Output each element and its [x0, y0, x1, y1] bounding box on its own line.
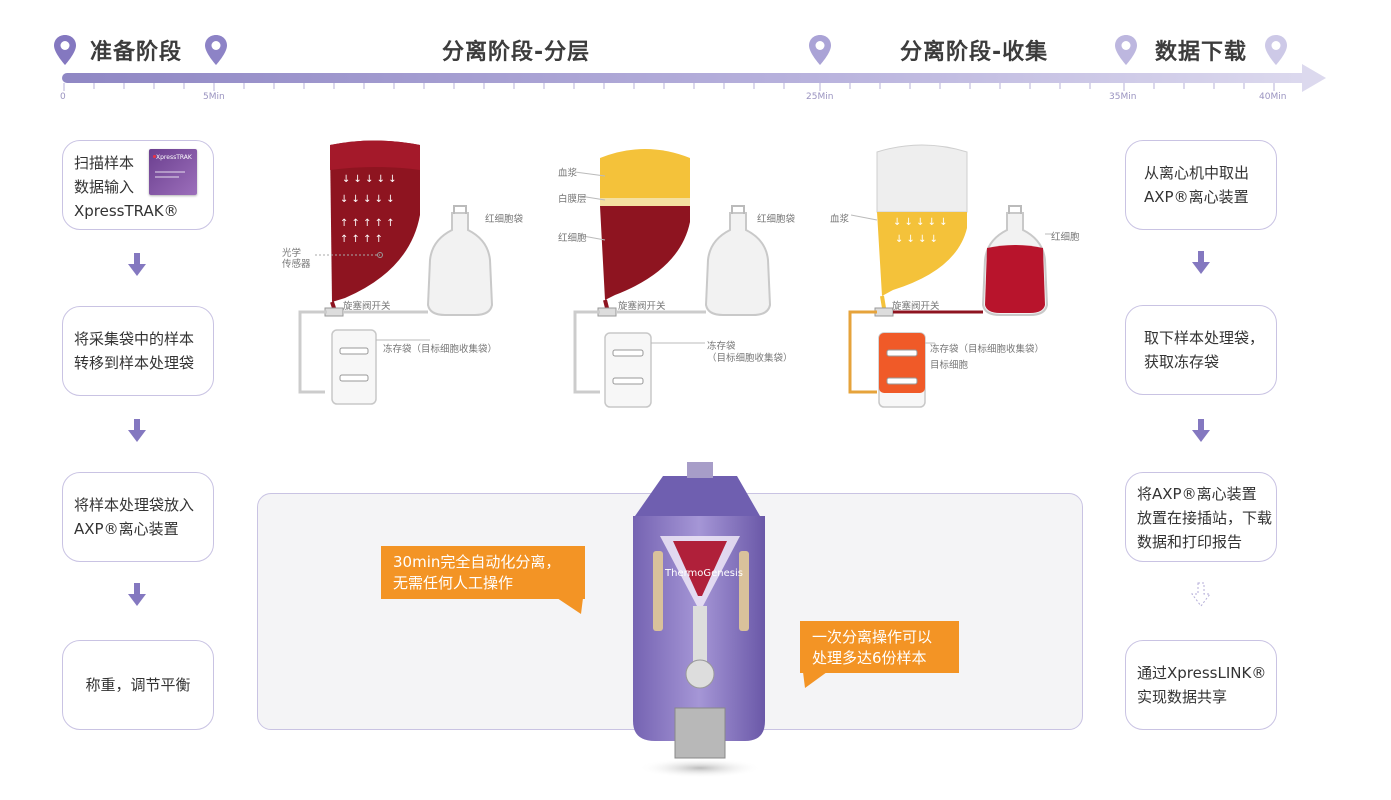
- stage-layer-label: 分离阶段-分层: [442, 40, 591, 65]
- step-text: 取下样本处理袋， 获取冻存袋: [1144, 329, 1265, 371]
- diagram1-sensor-label: 光学 传感器: [282, 248, 311, 270]
- diagram3-freezer-label: 冻存袋（目标细胞收集袋）: [930, 344, 1045, 355]
- callout-tail: [557, 598, 583, 614]
- location-pin-icon: [54, 35, 76, 65]
- diagram2-rbc-label: 红细胞: [558, 233, 587, 244]
- location-pin-icon: [1115, 35, 1137, 65]
- location-pin-icon: [1265, 35, 1287, 65]
- arrow-down-icon: [1192, 251, 1210, 274]
- step-text: 通过XpressLINK® 实现数据共享: [1137, 664, 1267, 706]
- svg-text:↓ ↓ ↓ ↓ ↓: ↓ ↓ ↓ ↓ ↓: [893, 217, 948, 228]
- step-get-freezer-bag: 取下样本处理袋， 获取冻存袋: [1125, 305, 1277, 395]
- arrow-down-icon: [128, 253, 146, 276]
- device-brand-label: ThermoGenesis: [664, 568, 743, 579]
- location-pin-icon: [205, 35, 227, 65]
- step-text: 将样本处理袋放入 AXP®离心装置: [74, 496, 195, 538]
- step-text: 将采集袋中的样本 转移到样本处理袋: [74, 330, 195, 372]
- stage-prep-label: 准备阶段: [90, 40, 183, 65]
- tick-label: 0: [60, 92, 66, 102]
- step-text: 称重，调节平衡: [85, 676, 191, 694]
- upward-flow-arrows: ↑ ↑ ↑ ↑ ↑ ↑ ↑ ↑ ↑: [340, 218, 395, 245]
- svg-text:↓ ↓ ↓ ↓: ↓ ↓ ↓ ↓: [895, 234, 938, 245]
- diagram1-freezer-label: 冻存袋（目标细胞收集袋）: [383, 344, 498, 355]
- diagram2-freezer-label: 冻存袋 （目标细胞收集袋）: [707, 341, 793, 364]
- svg-text:↑ ↑ ↑ ↑: ↑ ↑ ↑ ↑: [340, 234, 383, 245]
- separation-diagram-2: [573, 149, 772, 408]
- diagram2-plasma-label: 血浆: [558, 168, 578, 179]
- step-transfer-sample: 将采集袋中的样本 转移到样本处理袋: [62, 306, 214, 396]
- step-remove-device: 从离心机中取出 AXP®离心装置: [1125, 140, 1277, 230]
- tick-label: 25Min: [806, 92, 834, 102]
- stage-download-label: 数据下载: [1155, 40, 1248, 65]
- diagram3-target-label: 目标细胞: [930, 360, 969, 371]
- downward-flow-arrows: ↓ ↓ ↓ ↓ ↓ ↓ ↓ ↓ ↓: [893, 217, 948, 245]
- callout-tail: [803, 672, 827, 688]
- separation-diagram-1: ↓ ↓ ↓ ↓ ↓ ↓ ↓ ↓ ↓ ↓ ↑ ↑ ↑ ↑ ↑ ↑ ↑ ↑ ↑: [298, 140, 494, 405]
- diagram2-rbc-bag-label: 红细胞袋: [757, 214, 796, 225]
- card-label: XpressTRAK: [156, 154, 192, 161]
- svg-text:↑ ↑ ↑ ↑ ↑: ↑ ↑ ↑ ↑ ↑: [340, 218, 395, 229]
- stage-collect-label: 分离阶段-收集: [900, 40, 1049, 65]
- svg-text:↓ ↓ ↓ ↓ ↓: ↓ ↓ ↓ ↓ ↓: [340, 194, 395, 205]
- xpresstrak-card: XpressTRAK: [149, 149, 197, 195]
- step-text: 从离心机中取出 AXP®离心装置: [1144, 164, 1250, 206]
- step-data-sharing: 通过XpressLINK® 实现数据共享: [1125, 640, 1277, 730]
- diagram3-valve-label: 旋塞阀开关: [892, 301, 940, 312]
- separation-diagram-3: ↓ ↓ ↓ ↓ ↓ ↓ ↓ ↓ ↓: [848, 144, 1053, 408]
- diagram2-valve-label: 旋塞阀开关: [618, 301, 666, 312]
- dotted-arrow-down-icon: [1191, 582, 1211, 607]
- timeline-bar: [62, 64, 1326, 92]
- tick-label: 5Min: [203, 92, 225, 102]
- tick-label: 40Min: [1259, 92, 1287, 102]
- arrow-down-icon: [128, 419, 146, 442]
- location-pin-icon: [809, 35, 831, 65]
- callout-automation: 30min完全自动化分离， 无需任何人工操作: [381, 546, 585, 599]
- axp-device-image: ThermoGenesis: [633, 462, 765, 778]
- diagram1-rbc-bag-label: 红细胞袋: [485, 214, 524, 225]
- diagram3-plasma-label: 血浆: [830, 214, 850, 225]
- step-text: 将AXP®离心装置 放置在接插站，下载 数据和打印报告: [1137, 485, 1273, 551]
- diagram1-valve-label: 旋塞阀开关: [343, 301, 391, 312]
- diagram2-buffy-label: 白膜层: [558, 194, 587, 205]
- step-scan-sample: 扫描样本 数据输入 XpressTRAK® XpressTRAK: [62, 140, 214, 230]
- step-weigh-balance: 称重，调节平衡: [62, 640, 214, 730]
- arrow-down-icon: [1192, 419, 1210, 442]
- step-load-device: 将样本处理袋放入 AXP®离心装置: [62, 472, 214, 562]
- diagram3-rbc-label: 红细胞: [1051, 232, 1080, 243]
- svg-text:↓ ↓ ↓ ↓ ↓: ↓ ↓ ↓ ↓ ↓: [342, 174, 397, 185]
- tick-label: 35Min: [1109, 92, 1137, 102]
- arrow-down-icon: [128, 583, 146, 606]
- callout-capacity: 一次分离操作可以 处理多达6份样本: [800, 621, 959, 673]
- step-text: 扫描样本 数据输入 XpressTRAK®: [74, 154, 179, 220]
- step-docking-station: 将AXP®离心装置 放置在接插站，下载 数据和打印报告: [1125, 472, 1277, 562]
- downward-flow-arrows: ↓ ↓ ↓ ↓ ↓ ↓ ↓ ↓ ↓ ↓: [340, 174, 397, 205]
